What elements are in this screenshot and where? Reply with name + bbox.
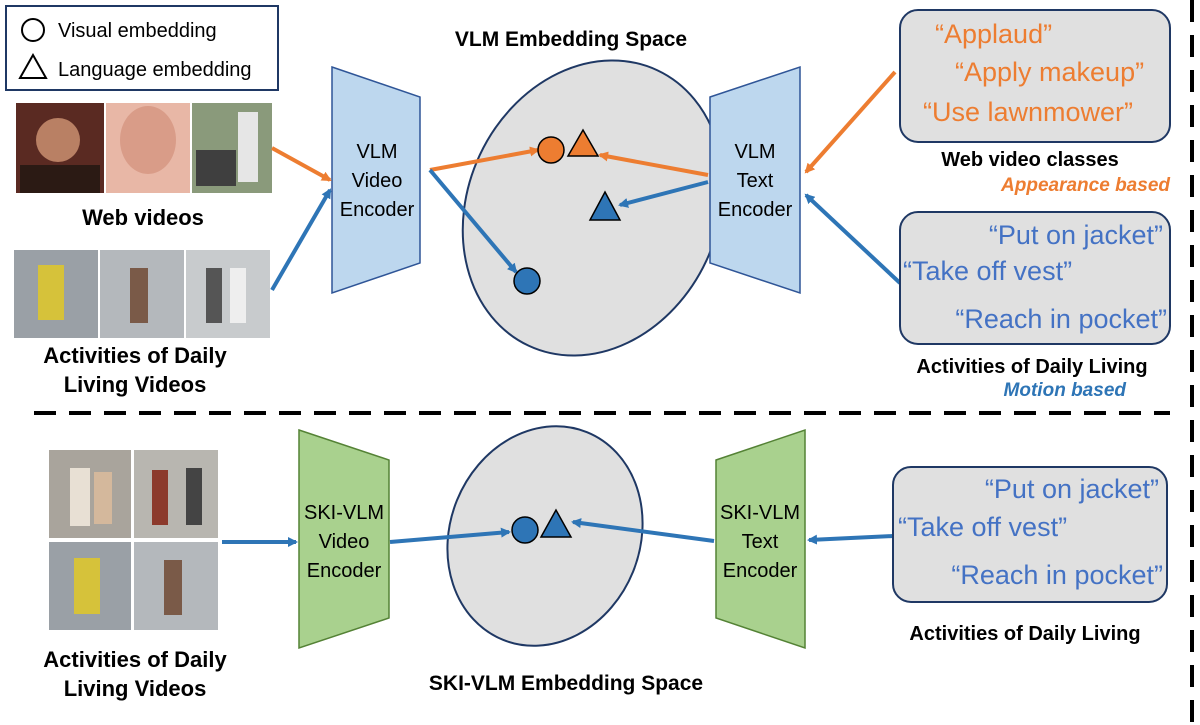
vlm-embedding-space-title: VLM Embedding Space bbox=[455, 28, 687, 51]
adl-class-take-off-vest-top: “Take off vest” bbox=[903, 256, 1072, 286]
language-embedding-web bbox=[566, 128, 600, 157]
web-videos-label: Web videos bbox=[82, 205, 204, 230]
arrow-web-video-to-encoder bbox=[271, 146, 332, 182]
adl-thumb-top-3-person-b bbox=[230, 268, 246, 323]
adl-thumb-top-2-person bbox=[130, 268, 148, 323]
web-video-thumbnails bbox=[16, 103, 272, 193]
vlm-video-encoder-label-1: VLM bbox=[356, 141, 397, 163]
language-embedding-icon bbox=[18, 52, 48, 79]
web-video-thumb-face bbox=[36, 118, 80, 162]
legend-box bbox=[5, 5, 279, 91]
ski-vlm-embedding-space-title: SKI-VLM Embedding Space bbox=[429, 672, 703, 695]
arrow-adl-classes-to-ski-text-encoder bbox=[807, 534, 894, 545]
language-embedding-ski bbox=[539, 508, 573, 538]
appearance-based-note: Appearance based bbox=[1000, 175, 1170, 196]
adl-videos-label-top-line2: Living Videos bbox=[64, 372, 207, 397]
adl-video-thumbnails-top bbox=[14, 250, 270, 338]
web-video-classes-box bbox=[899, 9, 1171, 143]
web-video-thumb-person bbox=[238, 112, 258, 182]
ski-vlm-text-encoder bbox=[715, 428, 806, 650]
arrow-text-encoder-to-language-adl bbox=[618, 180, 709, 208]
visual-embedding-adl bbox=[513, 267, 541, 295]
adl-class-put-on-jacket-top: “Put on jacket” bbox=[989, 220, 1163, 250]
adl-thumb-bottom-2-person-b bbox=[186, 468, 202, 525]
motion-based-note: Motion based bbox=[1004, 380, 1127, 401]
adl-classes-box-top bbox=[899, 211, 1171, 345]
language-embedding-adl bbox=[588, 190, 622, 221]
vlm-text-encoder-label-1: VLM bbox=[734, 141, 775, 163]
adl-classes-box-bottom bbox=[892, 466, 1168, 603]
adl-video-thumbnails-bottom bbox=[49, 450, 218, 630]
adl-class-take-off-vest-bottom: “Take off vest” bbox=[898, 512, 1067, 542]
adl-thumb-bottom-3-person bbox=[74, 558, 100, 614]
ski-vlm-text-encoder-label-3: Encoder bbox=[723, 560, 798, 582]
adl-videos-label-top-line1: Activities of Daily bbox=[43, 343, 227, 368]
adl-videos-label-bottom-line1: Activities of Daily bbox=[43, 647, 227, 672]
adl-thumb-top-3 bbox=[186, 250, 270, 338]
adl-thumb-top-1-person bbox=[38, 265, 64, 320]
arrow-text-encoder-to-language-web bbox=[598, 151, 709, 177]
adl-thumb-bottom-2 bbox=[134, 450, 218, 538]
adl-class-put-on-jacket-bottom: “Put on jacket” bbox=[985, 474, 1159, 504]
adl-class-reach-in-pocket-top: “Reach in pocket” bbox=[955, 304, 1167, 334]
ski-vlm-video-encoder-label-3: Encoder bbox=[307, 560, 382, 582]
vlm-video-encoder-label-3: Encoder bbox=[340, 199, 415, 221]
vlm-video-encoder bbox=[331, 65, 421, 295]
vlm-text-encoder-label-3: Encoder bbox=[718, 199, 793, 221]
adl-thumb-bottom-4-person bbox=[164, 560, 182, 615]
vlm-video-encoder-label-2: Video bbox=[352, 170, 403, 192]
adl-thumb-bottom-1-person-a bbox=[70, 468, 90, 526]
web-class-apply-makeup: “Apply makeup” bbox=[955, 57, 1144, 87]
legend-language-label: Language embedding bbox=[58, 59, 252, 81]
arrow-adl-video-to-encoder bbox=[270, 188, 332, 292]
arrow-encoder-to-visual-adl bbox=[428, 168, 518, 274]
visual-embedding-icon bbox=[21, 18, 45, 42]
vlm-text-encoder-label-2: Text bbox=[737, 170, 774, 192]
legend-visual-label: Visual embedding bbox=[58, 20, 217, 42]
web-video-thumb-makeup-face bbox=[120, 106, 176, 174]
visual-embedding-ski bbox=[511, 516, 539, 544]
web-video-thumb-body bbox=[20, 165, 100, 193]
adl-thumb-bottom-1-person-b bbox=[94, 472, 112, 524]
arrow-encoder-to-visual-web bbox=[429, 146, 540, 172]
vlm-text-encoder bbox=[709, 65, 801, 295]
arrow-adl-classes-to-text-encoder bbox=[804, 193, 902, 285]
ski-vlm-text-encoder-label-2: Text bbox=[742, 531, 779, 553]
adl-videos-label-bottom-line2: Living Videos bbox=[64, 676, 207, 701]
adl-thumb-top-3-person-a bbox=[206, 268, 222, 323]
arrow-web-classes-to-text-encoder bbox=[804, 70, 897, 174]
adl-thumb-bottom-2-person-a bbox=[152, 470, 168, 525]
visual-embedding-web bbox=[537, 136, 565, 164]
legend: Visual embedding Language embedding bbox=[5, 5, 279, 91]
adl-class-reach-in-pocket-bottom: “Reach in pocket” bbox=[951, 560, 1163, 590]
web-class-use-lawnmower: “Use lawnmower” bbox=[923, 97, 1133, 127]
web-video-classes-title: Web video classes bbox=[941, 149, 1119, 171]
ski-vlm-video-encoder-label-1: SKI-VLM bbox=[304, 502, 384, 524]
adl-classes-title-bottom: Activities of Daily Living bbox=[909, 623, 1140, 645]
web-video-thumb-mower bbox=[196, 150, 236, 186]
ski-vlm-video-encoder-label-2: Video bbox=[319, 531, 370, 553]
ski-vlm-video-encoder bbox=[298, 428, 390, 650]
arrow-ski-encoder-to-visual bbox=[389, 527, 511, 544]
arrow-ski-text-encoder-to-language bbox=[571, 518, 715, 543]
adl-classes-title-top: Activities of Daily Living bbox=[916, 356, 1147, 378]
web-class-applaud: “Applaud” bbox=[935, 19, 1052, 49]
ski-vlm-text-encoder-label-1: SKI-VLM bbox=[720, 502, 800, 524]
